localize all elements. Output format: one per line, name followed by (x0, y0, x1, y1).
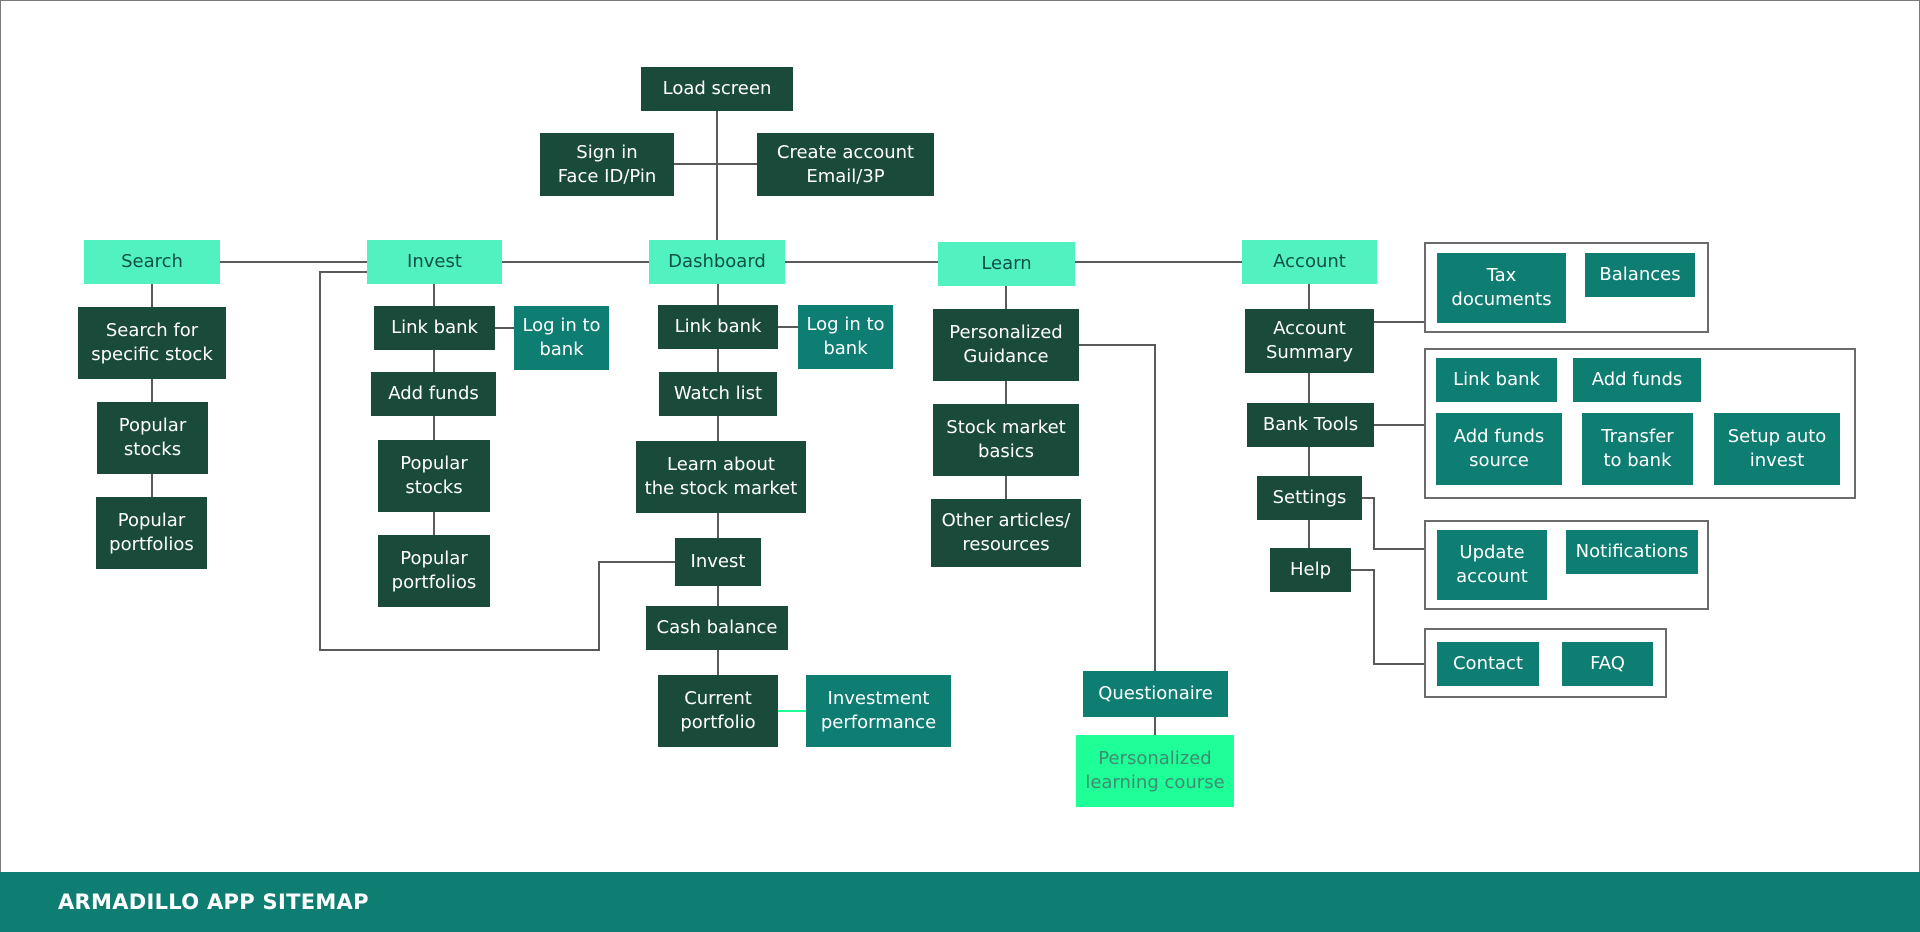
node-sign-in: Sign in Face ID/Pin (540, 133, 674, 196)
node-learn-personalized-guidance: Personalized Guidance (933, 309, 1079, 381)
node-learn-stock-market-basics: Stock market basics (933, 404, 1079, 476)
node-search-popular-stocks: Popular stocks (97, 402, 208, 474)
node-account-setup-auto-invest: Setup auto invest (1714, 413, 1840, 485)
node-learn: Learn (938, 242, 1075, 286)
node-search: Search (84, 240, 220, 284)
node-account-tax-documents: Tax documents (1437, 253, 1566, 323)
node-dash-learn-stock-market: Learn about the stock market (636, 441, 806, 513)
node-account-add-funds-source: Add funds source (1436, 413, 1562, 485)
node-invest-login-bank: Log in to bank (514, 306, 609, 370)
node-account-update-account: Update account (1437, 530, 1547, 600)
node-create-account: Create account Email/3P (757, 133, 934, 196)
node-invest-popular-stocks: Popular stocks (378, 440, 490, 512)
connector-line (1362, 497, 1424, 550)
connector-line (1079, 344, 1156, 671)
node-account-settings: Settings (1257, 476, 1362, 520)
node-load-screen: Load screen (641, 67, 793, 111)
group-settings (1424, 520, 1709, 610)
node-dash-watch-list: Watch list (659, 372, 777, 416)
group-bank-tools (1424, 348, 1856, 499)
node-learn-personalized-course: Personalized learning course (1076, 735, 1234, 807)
node-invest-popular-portfolios: Popular portfolios (378, 535, 490, 607)
node-learn-other-articles: Other articles/ resources (931, 499, 1081, 567)
group-help (1424, 628, 1667, 698)
node-account-add-funds: Add funds (1573, 358, 1701, 402)
group-account-summary (1424, 242, 1709, 333)
node-invest-add-funds: Add funds (371, 372, 496, 416)
node-account-contact: Contact (1437, 642, 1539, 686)
node-account-balances: Balances (1585, 253, 1695, 297)
node-account-bank-tools: Bank Tools (1247, 403, 1374, 447)
node-account-help: Help (1270, 548, 1351, 592)
node-learn-questionaire: Questionaire (1083, 671, 1228, 717)
node-account-notifications: Notifications (1566, 530, 1698, 574)
node-search-specific-stock: Search for specific stock (78, 307, 226, 379)
footer-bar: ARMADILLO APP SITEMAP (0, 872, 1920, 932)
node-account-summary: Account Summary (1245, 309, 1374, 373)
node-dash-invest: Invest (675, 538, 761, 586)
diagram-title: ARMADILLO APP SITEMAP (58, 890, 369, 914)
node-dash-current-portfolio: Current portfolio (658, 675, 778, 747)
node-dash-cash-balance: Cash balance (646, 606, 788, 650)
node-account-faq: FAQ (1562, 642, 1653, 686)
node-search-popular-portfolios: Popular portfolios (96, 497, 207, 569)
connector-line (319, 271, 675, 651)
connector-line (1351, 569, 1424, 665)
node-account: Account (1242, 240, 1377, 284)
node-dashboard: Dashboard (649, 240, 785, 284)
node-account-transfer-to-bank: Transfer to bank (1582, 413, 1693, 485)
node-invest: Invest (367, 240, 502, 284)
node-account-link-bank: Link bank (1436, 358, 1557, 402)
node-invest-link-bank: Link bank (374, 306, 495, 350)
node-dash-login-bank: Log in to bank (798, 305, 893, 369)
node-dash-link-bank: Link bank (658, 305, 778, 349)
node-dash-investment-performance: Investment performance (806, 675, 951, 747)
